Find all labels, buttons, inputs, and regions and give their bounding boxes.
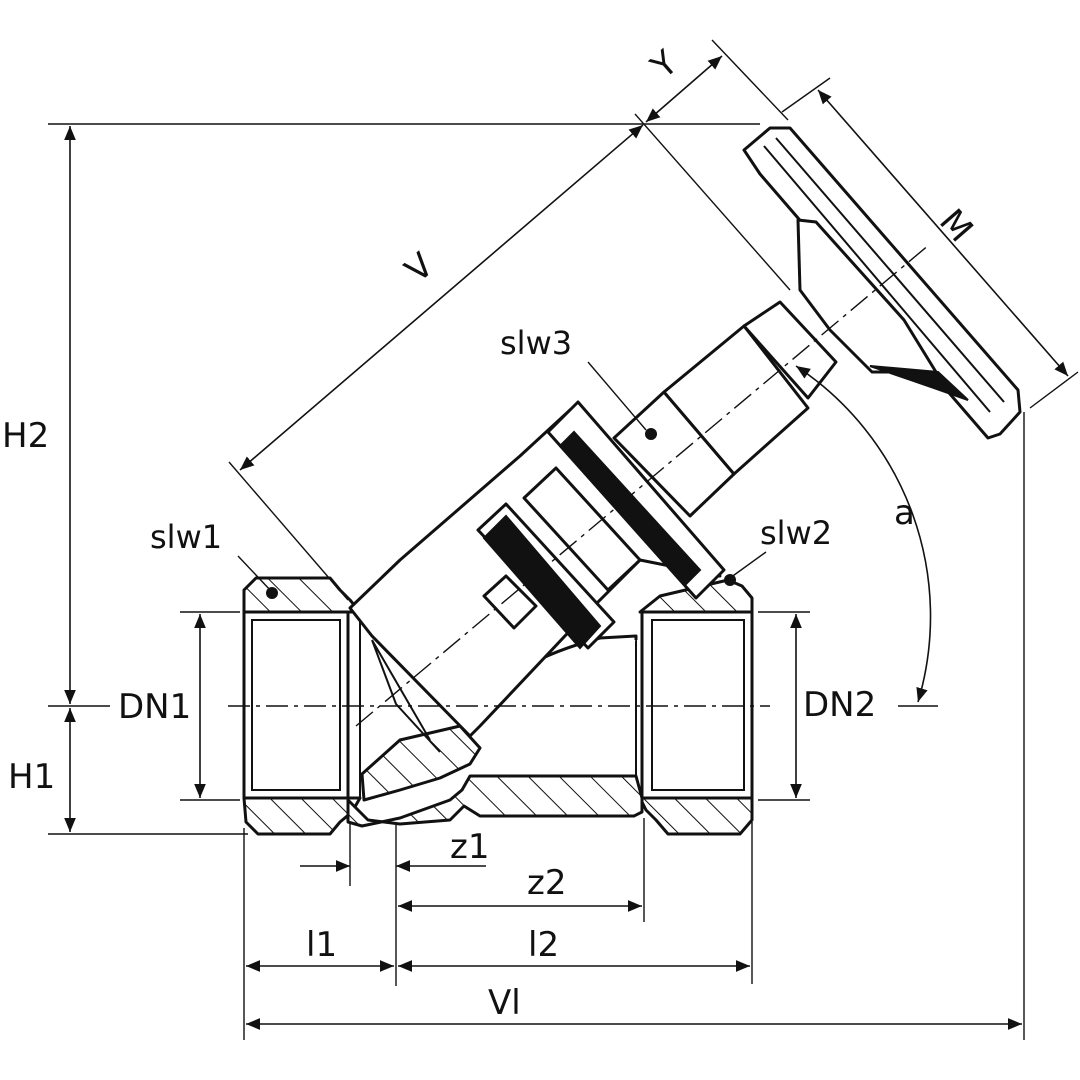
seat-cone	[371, 639, 441, 753]
slw2-marker-dot	[724, 574, 736, 586]
label-slw1: slw1	[150, 518, 222, 556]
marker-slw2: slw2	[724, 514, 832, 586]
label-Y: Y	[643, 43, 686, 88]
disc-spindle-block	[522, 466, 642, 592]
label-slw3: slw3	[500, 324, 572, 362]
label-z1: z1	[450, 827, 489, 867]
marker-slw1: slw1	[150, 518, 278, 599]
label-Vl: Vl	[488, 983, 521, 1023]
dimension-Vl: Vl	[246, 983, 1022, 1030]
label-z2: z2	[527, 863, 566, 903]
marker-slw3: slw3	[500, 324, 647, 431]
dimension-H1: H1	[8, 705, 248, 835]
left-socket-bore	[242, 610, 350, 800]
body-bottom-wall	[346, 774, 644, 828]
left-socket-bottom-wall	[242, 796, 362, 836]
right-socket-thread	[651, 619, 745, 791]
label-slw2: slw2	[760, 514, 832, 552]
label-a: a	[894, 493, 915, 533]
label-H1: H1	[8, 757, 55, 797]
bonnet-assembly	[348, 300, 838, 738]
dimension-z1: z1	[300, 827, 489, 872]
label-V: V	[398, 245, 442, 290]
label-l1: l1	[306, 925, 337, 965]
valve-disc-seal	[482, 514, 602, 650]
slw3-marker-dot	[645, 428, 657, 440]
disc-nut	[482, 574, 538, 630]
dimension-l1: l1	[246, 925, 394, 972]
inlet-seat	[360, 724, 482, 802]
dimension-l2: l2	[398, 925, 750, 972]
label-l2: l2	[528, 925, 559, 965]
dimension-DN1: DN1	[118, 611, 240, 801]
right-socket-bottom-wall	[638, 796, 754, 836]
dimension-H2: H2	[2, 123, 760, 704]
label-DN2: DN2	[803, 685, 876, 725]
label-DN1: DN1	[118, 687, 191, 727]
label-M: M	[931, 202, 980, 250]
dimension-angle-a: a	[795, 365, 938, 707]
bottom-extension-lines	[243, 818, 753, 1040]
right-socket-bore	[640, 610, 754, 800]
slw1-marker-dot	[266, 587, 278, 599]
left-socket-thread	[251, 619, 341, 791]
dimension-z2: z2	[398, 863, 642, 912]
left-socket-top-wall	[242, 576, 362, 614]
dimension-Y: Y	[643, 39, 789, 123]
label-H2: H2	[2, 416, 49, 456]
dimension-DN2: DN2	[758, 611, 876, 801]
